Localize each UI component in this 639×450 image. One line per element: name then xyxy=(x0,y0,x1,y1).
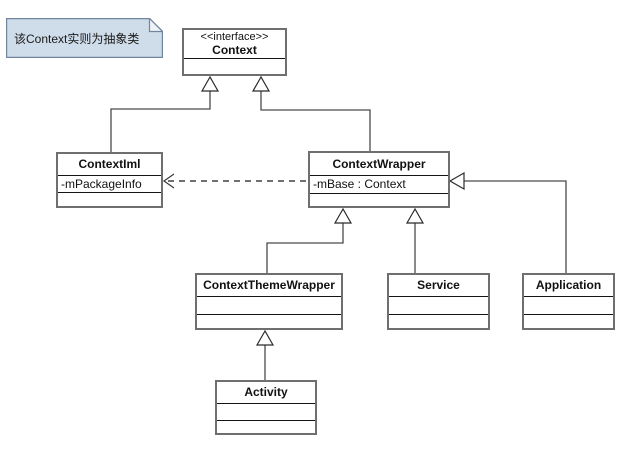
class-service-title: Service xyxy=(389,275,488,297)
class-contextiml-operations-compartment xyxy=(58,193,161,206)
class-contextthemewrapper-name: ContextThemeWrapper xyxy=(203,278,335,292)
class-contextthemewrapper: ContextThemeWrapper xyxy=(195,273,343,330)
class-application-name: Application xyxy=(535,278,602,292)
generalization-arrow-icon xyxy=(405,207,425,224)
uml-note: 该Context实则为抽象类 xyxy=(6,18,163,58)
generalization-arrow-icon xyxy=(333,207,353,224)
dependency-contextwrapper-contextiml xyxy=(162,173,306,189)
generalization-arrow-icon xyxy=(251,75,271,92)
class-contextwrapper-title: ContextWrapper xyxy=(310,153,448,176)
class-activity: Activity xyxy=(215,380,317,435)
class-contextthemewrapper-attributes-compartment xyxy=(197,297,341,315)
class-contextwrapper-operations-compartment xyxy=(310,194,448,206)
class-context-title: <<interface>> Context xyxy=(184,30,285,59)
class-service-operations-compartment xyxy=(389,315,488,328)
class-activity-title: Activity xyxy=(217,382,315,404)
generalization-contextiml-context xyxy=(110,75,220,152)
class-contextiml: ContextIml -mPackageInfo xyxy=(56,152,163,208)
class-application-operations-compartment xyxy=(524,315,613,328)
generalization-arrow-icon xyxy=(255,329,275,346)
class-activity-attributes-compartment xyxy=(217,404,315,421)
class-activity-operations-compartment xyxy=(217,421,315,433)
generalization-contextwrapper-context xyxy=(251,75,371,151)
generalization-service-contextwrapper xyxy=(405,207,425,273)
class-context-name: Context xyxy=(212,43,257,57)
class-context: <<interface>> Context xyxy=(182,28,287,76)
class-application-title: Application xyxy=(524,275,613,297)
class-contextthemewrapper-title: ContextThemeWrapper xyxy=(197,275,341,297)
class-service-name: Service xyxy=(417,278,460,292)
generalization-contextthemewrapper-contextwrapper xyxy=(266,207,353,273)
note-fold-icon xyxy=(148,18,163,33)
class-service-attributes-compartment xyxy=(389,297,488,315)
generalization-arrow-icon xyxy=(448,171,465,191)
class-service: Service xyxy=(387,273,490,330)
generalization-application-contextwrapper xyxy=(448,171,567,273)
class-contextwrapper-attribute: -mBase : Context xyxy=(310,176,448,194)
class-contextiml-name: ContextIml xyxy=(78,157,141,171)
class-contextthemewrapper-operations-compartment xyxy=(197,315,341,328)
generalization-arrow-icon xyxy=(200,75,220,92)
class-application: Application xyxy=(522,273,615,330)
class-application-attributes-compartment xyxy=(524,297,613,315)
class-contextiml-attribute: -mPackageInfo xyxy=(58,176,161,193)
class-contextwrapper: ContextWrapper -mBase : Context xyxy=(308,151,450,208)
class-contextwrapper-name: ContextWrapper xyxy=(332,156,426,171)
note-text: 该Context实则为抽象类 xyxy=(14,31,140,46)
class-activity-name: Activity xyxy=(244,385,288,399)
class-contextiml-title: ContextIml xyxy=(58,154,161,176)
open-arrow-icon xyxy=(162,173,175,189)
class-context-stereotype: <<interface>> xyxy=(200,31,269,43)
class-context-attributes-compartment xyxy=(184,59,285,74)
note-shape xyxy=(6,18,163,58)
generalization-activity-contextthemewrapper xyxy=(255,329,275,380)
